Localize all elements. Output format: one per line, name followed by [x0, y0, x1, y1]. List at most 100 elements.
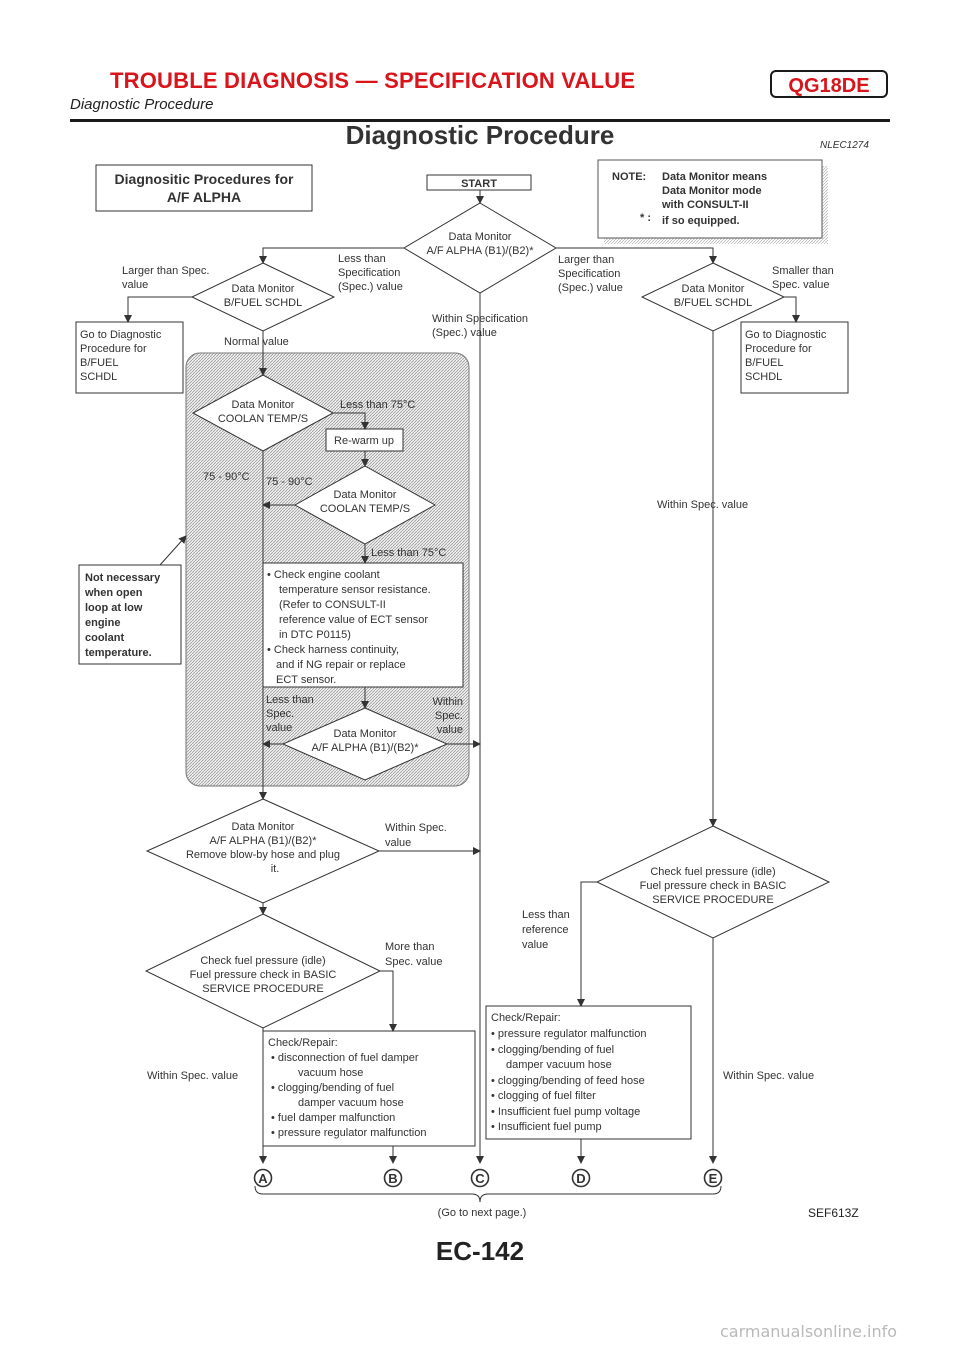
decision-text: Data Monitor: [334, 489, 397, 501]
branch-label: Larger than Spec.: [122, 265, 209, 277]
branch-label: Specification: [338, 267, 400, 279]
decision-text: A/F ALPHA (B1)/(B2)*: [210, 835, 318, 847]
go-next-label: (Go to next page.): [438, 1207, 527, 1219]
check-engine-text: temperature sensor resistance.: [279, 584, 431, 596]
decision-text: Data Monitor: [449, 231, 512, 243]
start-box: [426, 174, 532, 191]
branch-label: (Spec.) value: [432, 327, 497, 339]
check-engine-text: reference value of ECT sensor: [279, 614, 428, 626]
engine-code-badge: QG18DE: [770, 70, 888, 98]
repair-line: • clogging/bending of fuel: [271, 1082, 394, 1094]
branch-label: value: [522, 939, 548, 951]
decision-text: Remove blow-by hose and plug: [186, 849, 340, 861]
repair-line: vacuum hose: [298, 1067, 363, 1079]
branch-label: Less than: [522, 909, 570, 921]
repair-line: • Insufficient fuel pump: [491, 1121, 602, 1133]
repair-line: • Insufficient fuel pump voltage: [491, 1106, 640, 1118]
repair-line: • pressure regulator malfunction: [271, 1127, 426, 1139]
goto-text: B/FUEL: [80, 357, 119, 369]
decision-text: Data Monitor: [232, 399, 295, 411]
branch-label: Smaller than: [772, 265, 834, 277]
repair-line: damper vacuum hose: [506, 1059, 612, 1071]
decision-text: B/FUEL SCHDL: [674, 297, 752, 309]
connector-letter: C: [475, 1171, 485, 1186]
branch-label: value: [437, 724, 463, 736]
start-label: START: [461, 178, 497, 190]
title-box: [95, 164, 313, 212]
check-engine-text: • Check engine coolant: [267, 569, 380, 581]
decision-text: Data Monitor: [334, 728, 397, 740]
title-box-line: A/F ALPHA: [167, 189, 241, 205]
not-necessary-text: Not necessary: [85, 572, 161, 584]
goto-box-left: [75, 321, 184, 394]
header-title: TROUBLE DIAGNOSIS — SPECIFICATION VALUE: [110, 68, 636, 93]
decision-text: Data Monitor: [682, 283, 745, 295]
branch-label: More than: [385, 941, 435, 953]
decision-text: COOLAN TEMP/S: [320, 503, 410, 515]
header-rule: [70, 119, 890, 122]
check-engine-text: in DTC P0115): [279, 629, 351, 641]
repair-line: • clogging of fuel filter: [491, 1090, 596, 1102]
branch-label: Less than: [266, 694, 314, 706]
goto-box-right: [740, 321, 849, 394]
branch-label: Less than 75°C: [371, 547, 446, 559]
decision-text: Check fuel pressure (idle): [650, 866, 775, 878]
check-engine-text: • Check harness continuity,: [267, 644, 399, 656]
branch-label: 75 - 90°C: [203, 471, 250, 483]
branch-label: Spec. value: [772, 279, 829, 291]
branch-label: Within Spec.: [385, 822, 447, 834]
watermark: carmanualsonline.info: [720, 1322, 898, 1341]
decision-text: Fuel pressure check in BASIC: [190, 969, 337, 981]
branch-label: reference: [522, 924, 568, 936]
repair-line: • disconnection of fuel damper: [271, 1052, 419, 1064]
connector-letter: E: [709, 1171, 718, 1186]
note-line: Data Monitor mode: [662, 185, 762, 197]
decision-text: COOLAN TEMP/S: [218, 413, 308, 425]
page-code: NLEC1274: [820, 140, 869, 151]
branch-label: Spec.: [266, 708, 294, 720]
connector-letter: B: [388, 1171, 397, 1186]
repair-line: • clogging/bending of feed hose: [491, 1075, 645, 1087]
goto-text: Go to Diagnostic: [745, 329, 827, 341]
branch-label: Within Spec. value: [723, 1070, 814, 1082]
goto-text: SCHDL: [745, 371, 782, 383]
repair-line: damper vacuum hose: [298, 1097, 404, 1109]
note-box: [597, 159, 823, 239]
connector-letter: A: [258, 1171, 268, 1186]
note-asterisk: * :: [640, 212, 651, 224]
branch-label: value: [122, 279, 148, 291]
branch-label: Within: [432, 696, 463, 708]
decision-text: SERVICE PROCEDURE: [202, 983, 323, 995]
connector-circles: [253, 1168, 723, 1188]
figure-code: SEF613Z: [808, 1206, 859, 1220]
repair-title: Check/Repair:: [268, 1037, 338, 1049]
branch-label: Within Spec. value: [147, 1070, 238, 1082]
branch-label: (Spec.) value: [338, 281, 403, 293]
page-title: Diagnostic Procedure: [345, 120, 615, 150]
branch-label: value: [385, 837, 411, 849]
branch-label: Within Spec. value: [657, 499, 748, 511]
repair-line: • fuel damper malfunction: [271, 1112, 395, 1124]
decision-text: Fuel pressure check in BASIC: [640, 880, 787, 892]
goto-text: B/FUEL: [745, 357, 784, 369]
branch-label: Spec.: [435, 710, 463, 722]
goto-text: Procedure for: [745, 343, 812, 355]
branch-label: Larger than: [558, 254, 614, 266]
check-engine-text: (Refer to CONSULT-II: [279, 599, 386, 611]
decision-text: A/F ALPHA (B1)/(B2)*: [312, 742, 420, 754]
repair-line: • pressure regulator malfunction: [491, 1028, 646, 1040]
repair-title: Check/Repair:: [491, 1012, 561, 1024]
branch-label: value: [266, 722, 292, 734]
decision-text: it.: [271, 863, 280, 875]
decision-text: Check fuel pressure (idle): [200, 955, 325, 967]
connector-lines: [124, 190, 800, 1203]
not-necessary-text: when open: [84, 587, 143, 599]
not-necessary-text: temperature.: [85, 647, 152, 659]
rewarm-text: Re-warm up: [334, 435, 394, 447]
page-number: EC-142: [435, 1236, 525, 1266]
header-subtitle: Diagnostic Procedure: [70, 96, 214, 113]
decision-text: A/F ALPHA (B1)/(B2)*: [427, 245, 535, 257]
decision-text: Data Monitor: [232, 283, 295, 295]
decision-text: B/FUEL SCHDL: [224, 297, 302, 309]
